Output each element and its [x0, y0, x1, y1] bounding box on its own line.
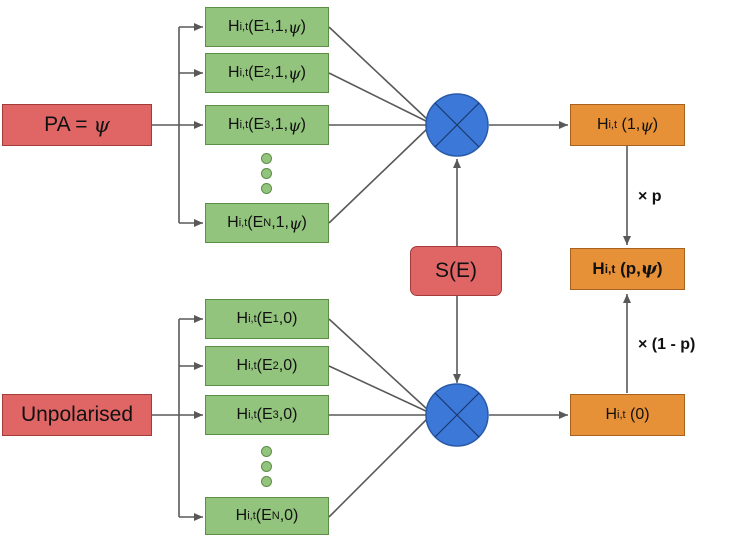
- sensitivity-box: S(E): [410, 246, 502, 296]
- ellipsis-dot-icon: [261, 461, 272, 472]
- ellipsis-dot-icon: [261, 476, 272, 487]
- unpolarised-input-box: Unpolarised: [2, 394, 152, 436]
- weight-top-label: × p: [638, 188, 662, 205]
- psi-symbol: ψ: [93, 113, 110, 137]
- ellipsis-dot-icon: [261, 446, 272, 457]
- multiply-bottom-icon: [425, 383, 489, 447]
- ellipsis-dot-icon: [261, 153, 272, 164]
- ellipsis-dot-icon: [261, 168, 272, 179]
- unpolarised-input-label: Unpolarised: [20, 403, 134, 426]
- weight-bottom-label: × (1 - p): [638, 336, 696, 353]
- polarised-input-box: PA = ψ: [2, 104, 152, 146]
- sensitivity-label: S(E): [435, 259, 477, 282]
- polarised-input-label: PA =: [44, 113, 94, 136]
- multiply-top-icon: [425, 93, 489, 157]
- ellipsis-dot-icon: [261, 183, 272, 194]
